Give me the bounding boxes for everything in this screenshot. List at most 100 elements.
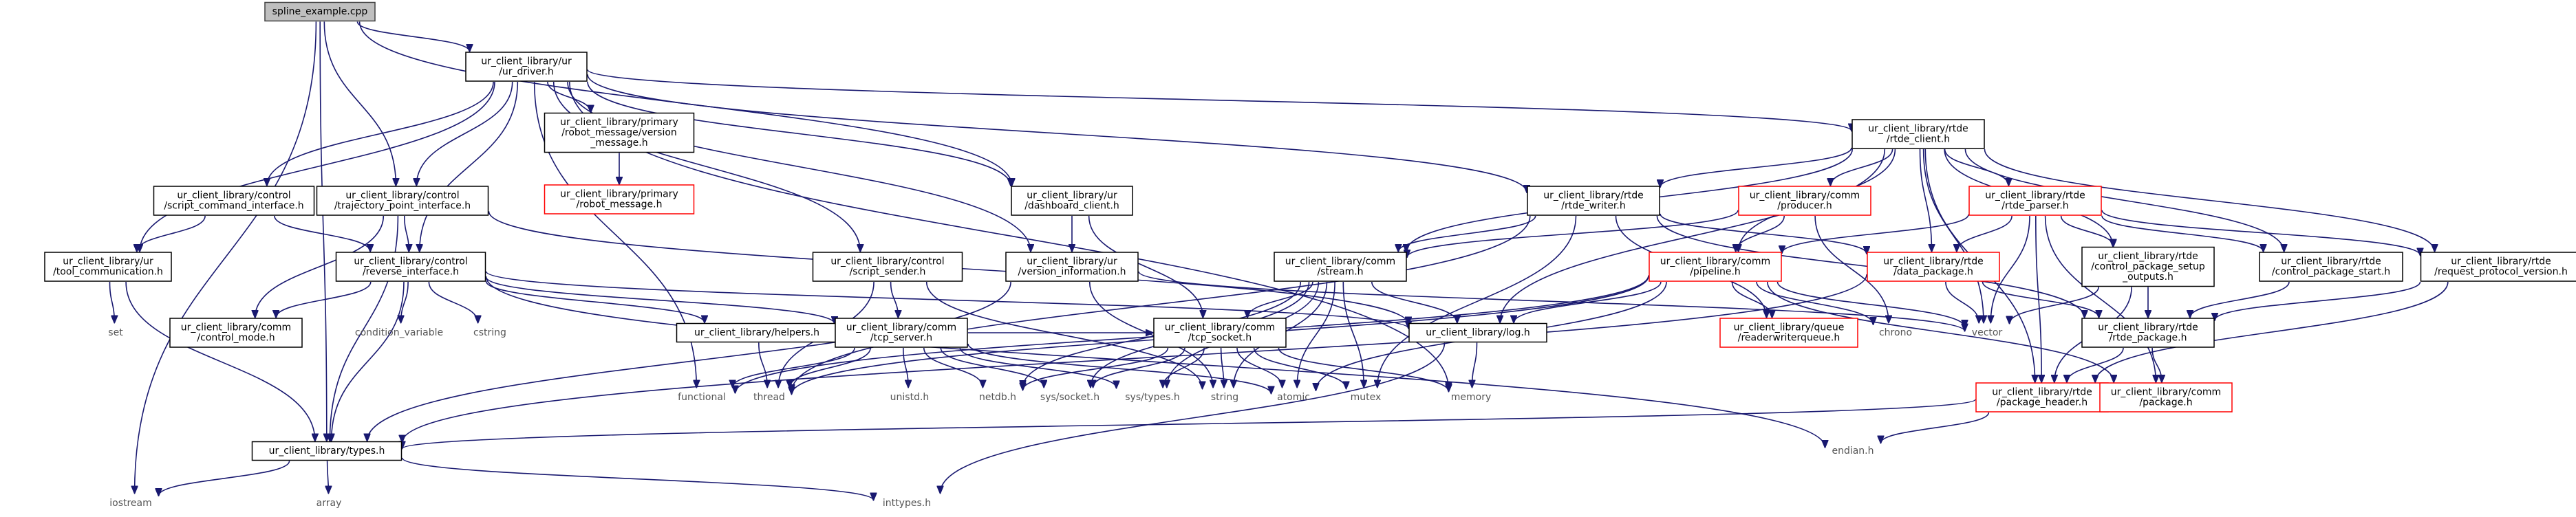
node-ur-client-library-log-h[interactable]: ur_client_library/log.h [1408,322,1547,343]
node-label: ur_client_library/comm [1750,190,1860,201]
node-mutex[interactable]: mutex [1351,392,1382,403]
edge-n25-to-n34 [758,342,767,388]
node-label: ur_client_library/rtde [1883,256,1984,267]
edge-n10-to-n19 [2101,215,2264,252]
node-ur-client-library-comm-package-h[interactable]: ur_client_library/comm/package.h [2099,382,2233,412]
node-label: ur_client_library/ur [1027,256,1117,267]
edge-n7-to-n28 [1500,148,1886,323]
node-ur-client-library-ur-dashboard-client-h[interactable]: ur_client_library/ur/dashboard_client.h [1011,186,1133,216]
node-label: ur_client_library/ur [63,256,153,267]
node-label: /tcp_socket.h [1188,333,1252,344]
node-ur-client-library-rtde-rtde-client-h[interactable]: ur_client_library/rtde/rtde_client.h [1852,119,1985,149]
edge-n26-to-n35 [903,347,908,388]
node-ur-client-library-rtde-request-protocol-version-h[interactable]: ur_client_library/rtde/request_protocol_… [2420,252,2576,282]
edge-n27-to-n40 [1236,347,1282,388]
edge-n7-to-n17 [1919,148,1932,252]
node-ur-client-library-ur-tool-communication-h[interactable]: ur_client_library/ur/tool_communication.… [44,252,172,282]
node-inttypes-h[interactable]: inttypes.h [883,498,931,509]
node-label: /rtde_writer.h [1561,201,1625,212]
edge-n26-to-n33 [733,347,855,388]
node-ur-client-library-comm-control-mode-h[interactable]: ur_client_library/comm/control_mode.h [169,318,303,348]
node-label: sys/types.h [1125,392,1179,403]
node-ur-client-library-rtde-package-header-h[interactable]: ur_client_library/rtde/package_header.h [1975,382,2109,412]
edge-n13-to-n39 [925,281,1203,388]
node-ur-client-library-rtde-rtde-writer-h[interactable]: ur_client_library/rtde/rtde_writer.h [1527,186,1660,216]
node-label: string [1211,392,1238,403]
node-ur-client-library-rtde-control-package-start-h[interactable]: ur_client_library/rtde/control_package_s… [2259,252,2403,282]
node-string[interactable]: string [1211,392,1238,403]
node-netdb-h[interactable]: netdb.h [979,392,1016,403]
edge-n15-to-n27 [1247,281,1313,318]
node-ur-client-library-comm-pipeline-h[interactable]: ur_client_library/comm/pipeline.h [1649,252,1782,282]
edge-n8-to-n17 [1660,213,1867,254]
node-ur-client-library-ur-version-information-h[interactable]: ur_client_library/ur/version_information… [1005,252,1139,282]
edge-n12-to-n28 [485,271,1409,329]
node-endian-h[interactable]: endian.h [1832,446,1874,456]
node-functional[interactable]: functional [678,392,726,403]
node-ur-client-library-rtde-data-package-h[interactable]: ur_client_library/rtde/data_package.h [1867,252,2000,282]
edge-n7-to-n10 [1944,148,2009,186]
node-box [544,112,695,153]
node-label: ur_client_library/comm [846,322,956,333]
node-label: ur_client_library/queue [1734,322,1845,333]
node-ur-client-library-ur-ur-driver-h[interactable]: ur_client_library/ur/ur_driver.h [465,52,588,82]
edge-n1-to-n2 [267,81,494,186]
node-label: ur_client_library/control [345,190,459,201]
node-box [1975,382,2109,412]
node-label: ur_client_library/primary [560,117,678,128]
edge-n9-to-n16 [1736,215,1785,252]
node-box [1153,318,1287,348]
node-atomic[interactable]: atomic [1277,392,1310,403]
node-set[interactable]: set [108,327,123,338]
node-array[interactable]: array [316,498,342,509]
edge-n12-to-n45 [332,281,405,441]
node-ur-client-library-rtde-rtde-package-h[interactable]: ur_client_library/rtde/rtde_package.h [2081,318,2215,348]
node-ur-client-library-comm-tcp-socket-h[interactable]: ur_client_library/comm/tcp_socket.h [1153,318,1287,348]
node-ur-client-library-control-trajectory-point-interface-h[interactable]: ur_client_library/control/trajectory_poi… [316,186,489,216]
node-ur-client-library-control-reverse-interface-h[interactable]: ur_client_library/control/reverse_interf… [335,252,486,282]
node-ur-client-library-queue-readerwriterqueue-h[interactable]: ur_client_library/queue/readerwriterqueu… [1719,318,1858,348]
node-memory[interactable]: memory [1451,392,1492,403]
edge-n10-to-n16 [1782,214,1969,253]
edge-n1-to-n13 [552,81,861,252]
node-label: ur_client_library/rtde [2451,256,2551,267]
node-thread[interactable]: thread [753,392,785,403]
node-sys-socket-h[interactable]: sys/socket.h [1040,392,1099,403]
edge-n28-to-n49 [941,342,1446,494]
node-ur-client-library-control-script-command-interface-h[interactable]: ur_client_library/control/script_command… [153,186,315,216]
node-label: netdb.h [979,392,1016,403]
node-box [2081,318,2215,348]
node-spline-example-cpp[interactable]: spline_example.cpp [264,1,376,22]
node-chrono[interactable]: chrono [1879,327,1912,338]
node-ur-client-library-types-h[interactable]: ur_client_library/types.h [251,441,402,461]
edge-n12-to-n25 [485,280,705,323]
node-label: ur_client_library/comm [2111,387,2221,398]
node-cstring[interactable]: cstring [473,327,506,338]
node-ur-client-library-comm-producer-h[interactable]: ur_client_library/comm/producer.h [1738,186,1871,216]
node-label: ur_client_library/types.h [269,446,385,456]
node-label: /script_command_interface.h [164,201,303,212]
node-ur-client-library-rtde-control-package-setup-outputs-h[interactable]: ur_client_library/rtde/control_package_s… [2081,246,2215,287]
node-ur-client-library-comm-stream-h[interactable]: ur_client_library/comm/stream.h [1274,252,1407,282]
node-label: /robot_message/version [561,127,677,138]
edge-n17-to-n45 [402,274,1867,442]
node-label: /rtde_package.h [2110,333,2187,344]
nodes-layer: spline_example.cpp ur_client_library/ur/u… [44,1,2576,509]
node-ur-client-library-helpers-h[interactable]: ur_client_library/helpers.h [676,322,838,343]
node-condition-variable[interactable]: condition_variable [355,327,443,338]
edge-n12-to-n22 [276,281,372,318]
node-box [1408,322,1547,343]
node-ur-client-library-primary-robot-message-version-message-h[interactable]: ur_client_library/primary/robot_message/… [544,112,695,153]
node-ur-client-library-comm-tcp-server-h[interactable]: ur_client_library/comm/tcp_server.h [835,318,968,348]
node-vector[interactable]: vector [1972,327,2003,338]
edge-n1-to-n6 [587,81,1011,186]
node-ur-client-library-rtde-rtde-parser-h[interactable]: ur_client_library/rtde/rtde_parser.h [1968,186,2102,216]
node-unistd-h[interactable]: unistd.h [890,392,930,403]
node-label: /reverse_interface.h [363,267,459,278]
edge-n13-to-n26 [890,281,899,318]
node-label: functional [678,392,726,403]
node-ur-client-library-control-script-sender-h[interactable]: ur_client_library/control/script_sender.… [812,252,963,282]
node-ur-client-library-primary-robot-message-h[interactable]: ur_client_library/primary/robot_message.… [544,184,695,214]
node-sys-types-h[interactable]: sys/types.h [1125,392,1179,403]
node-iostream[interactable]: iostream [109,498,152,509]
